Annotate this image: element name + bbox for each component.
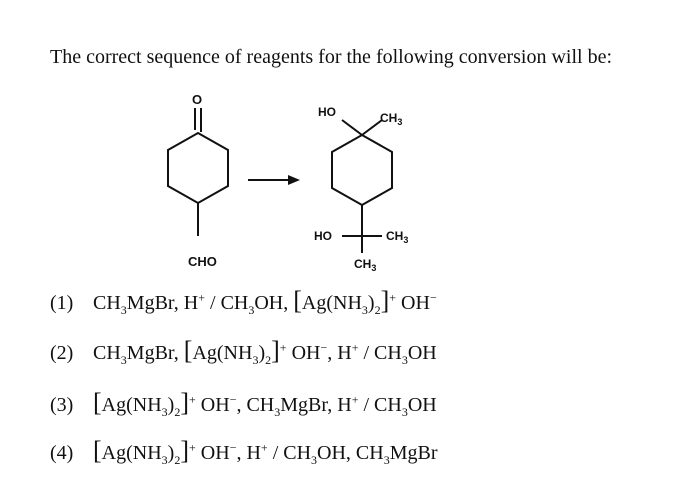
- option-formula: [Ag(NH3)2]+ OH−, CH3MgBr, H+ / CH3OH: [93, 388, 437, 419]
- option-3[interactable]: (3) [Ag(NH3)2]+ OH−, CH3MgBr, H+ / CH3OH: [50, 388, 650, 419]
- reactant-cho-label: CHO: [188, 254, 217, 269]
- option-number: (4): [50, 442, 74, 464]
- option-2[interactable]: (2) CH3MgBr, [Ag(NH3)2]+ OH−, H+ / CH3OH: [50, 336, 650, 367]
- option-number: (1): [50, 292, 74, 314]
- option-formula: [Ag(NH3)2]+ OH−, H+ / CH3OH, CH3MgBr: [93, 436, 438, 467]
- product-lower-ch3-label: CH3: [354, 257, 376, 273]
- option-4[interactable]: (4) [Ag(NH3)2]+ OH−, H+ / CH3OH, CH3MgBr: [50, 436, 650, 467]
- option-number: (3): [50, 394, 74, 416]
- reactant-oxygen-label: O: [192, 92, 202, 107]
- reactant-structure: [167, 108, 229, 236]
- product-top-ch3-label: CH3: [380, 111, 402, 127]
- option-formula: CH3MgBr, H+ / CH3OH, [Ag(NH3)2]+ OH−: [93, 286, 437, 317]
- question-text: The correct sequence of reagents for the…: [50, 46, 613, 68]
- option-number: (2): [50, 342, 74, 364]
- product-top-ho-label: HO: [318, 105, 336, 119]
- option-1[interactable]: (1) CH3MgBr, H+ / CH3OH, [Ag(NH3)2]+ OH−: [50, 286, 650, 317]
- reaction-arrow: [248, 175, 300, 185]
- option-formula: CH3MgBr, [Ag(NH3)2]+ OH−, H+ / CH3OH: [93, 336, 437, 367]
- product-bottom-ch3-label: CH3: [386, 229, 408, 245]
- reaction-scheme: O CHO HO CH3 HO CH3 CH3: [167, 92, 408, 273]
- product-structure: [331, 119, 393, 253]
- product-bottom-ho-label: HO: [314, 229, 332, 243]
